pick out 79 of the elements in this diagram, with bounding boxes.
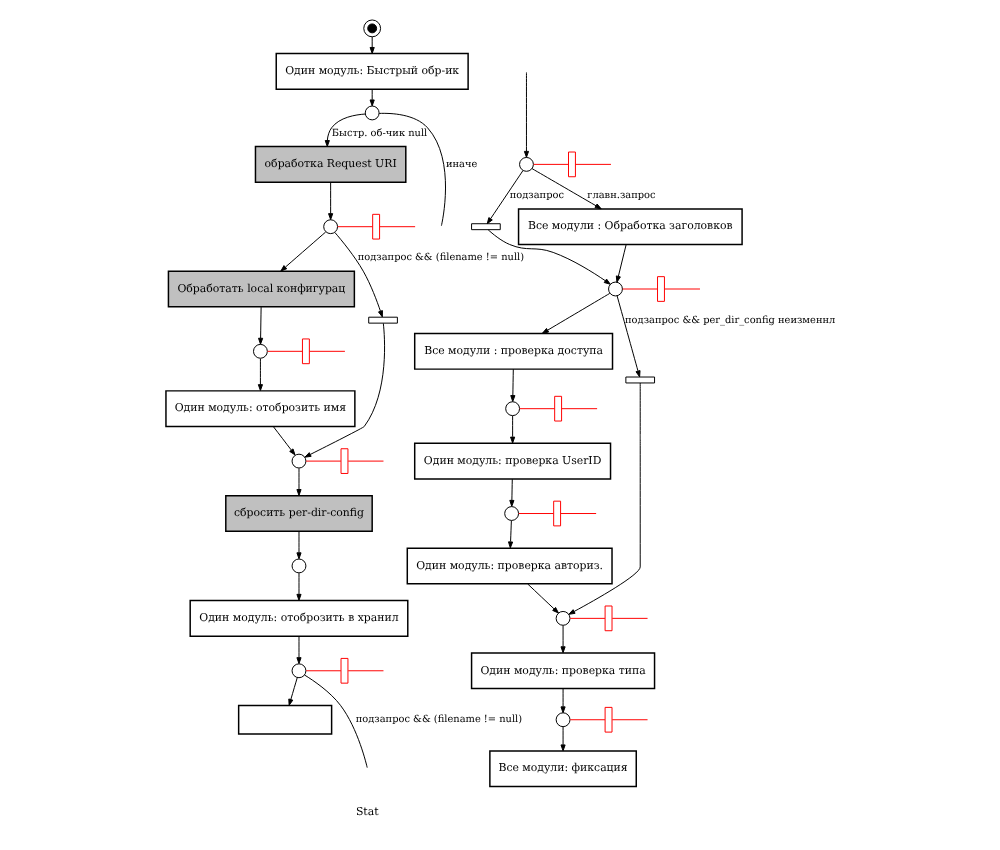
node-circle bbox=[363, 105, 379, 121]
arrow bbox=[271, 426, 295, 456]
arrow bbox=[540, 292, 610, 334]
arrow bbox=[526, 583, 558, 614]
connector bbox=[346, 460, 383, 462]
node-bar bbox=[552, 500, 561, 527]
arrow bbox=[522, 71, 529, 158]
arrow bbox=[614, 244, 626, 283]
arrow bbox=[256, 358, 262, 392]
connector bbox=[303, 674, 367, 769]
node-bar bbox=[470, 223, 500, 231]
node-circle bbox=[252, 343, 267, 359]
arrow bbox=[485, 170, 523, 225]
connector bbox=[610, 719, 648, 721]
node-bar bbox=[603, 706, 612, 733]
connector bbox=[304, 460, 341, 462]
connector bbox=[560, 408, 597, 410]
arrow bbox=[509, 415, 515, 444]
arrow bbox=[327, 182, 333, 221]
connector bbox=[610, 617, 648, 619]
node-circle bbox=[290, 453, 306, 469]
connector bbox=[266, 350, 302, 352]
node-bar bbox=[300, 338, 309, 365]
node-bar bbox=[567, 151, 575, 178]
arrow bbox=[615, 295, 640, 378]
arrow bbox=[368, 36, 374, 54]
arrow bbox=[509, 368, 515, 402]
arrow bbox=[507, 520, 513, 549]
node-box bbox=[236, 704, 332, 735]
connector bbox=[663, 288, 700, 290]
arrow bbox=[303, 322, 385, 458]
arrow bbox=[508, 478, 514, 507]
node-circle bbox=[518, 156, 533, 172]
connector bbox=[559, 513, 596, 514]
node-circle bbox=[607, 281, 622, 297]
arrow bbox=[295, 531, 301, 560]
connector bbox=[568, 719, 605, 721]
node-circle bbox=[290, 558, 306, 574]
arrow bbox=[295, 635, 301, 665]
arrow bbox=[486, 229, 610, 285]
connector bbox=[517, 513, 554, 514]
node-bar bbox=[603, 605, 612, 632]
connector bbox=[518, 408, 554, 410]
connector bbox=[574, 163, 611, 165]
node-bar bbox=[339, 657, 348, 684]
connector bbox=[304, 670, 341, 672]
node-bar bbox=[553, 395, 562, 422]
arrow bbox=[368, 88, 374, 107]
arrow bbox=[295, 467, 301, 496]
node-circle bbox=[290, 663, 306, 679]
node-circle bbox=[504, 401, 520, 417]
node-circle bbox=[554, 610, 570, 626]
connector bbox=[378, 226, 415, 228]
arrow bbox=[257, 306, 263, 345]
connector bbox=[377, 112, 445, 227]
connector bbox=[336, 226, 373, 228]
connector bbox=[568, 617, 605, 619]
arrow bbox=[323, 113, 365, 147]
node-bar bbox=[624, 376, 655, 384]
arrow bbox=[559, 625, 565, 654]
connector bbox=[308, 350, 345, 352]
node-circle bbox=[322, 219, 338, 235]
node-circle bbox=[503, 506, 519, 521]
node-bar bbox=[656, 276, 664, 302]
arrow bbox=[559, 688, 565, 714]
connector bbox=[346, 670, 383, 672]
arrow bbox=[530, 168, 601, 210]
arrow bbox=[333, 232, 382, 318]
node-bar bbox=[371, 213, 380, 240]
arrow bbox=[567, 382, 640, 615]
arrow bbox=[287, 677, 297, 706]
arrow bbox=[559, 726, 565, 752]
arrow bbox=[279, 231, 326, 272]
connector bbox=[621, 288, 657, 290]
node-bar bbox=[367, 316, 397, 324]
connector bbox=[532, 163, 568, 165]
arrow bbox=[295, 572, 301, 601]
node-circle bbox=[554, 712, 570, 728]
node-bar bbox=[339, 448, 348, 474]
